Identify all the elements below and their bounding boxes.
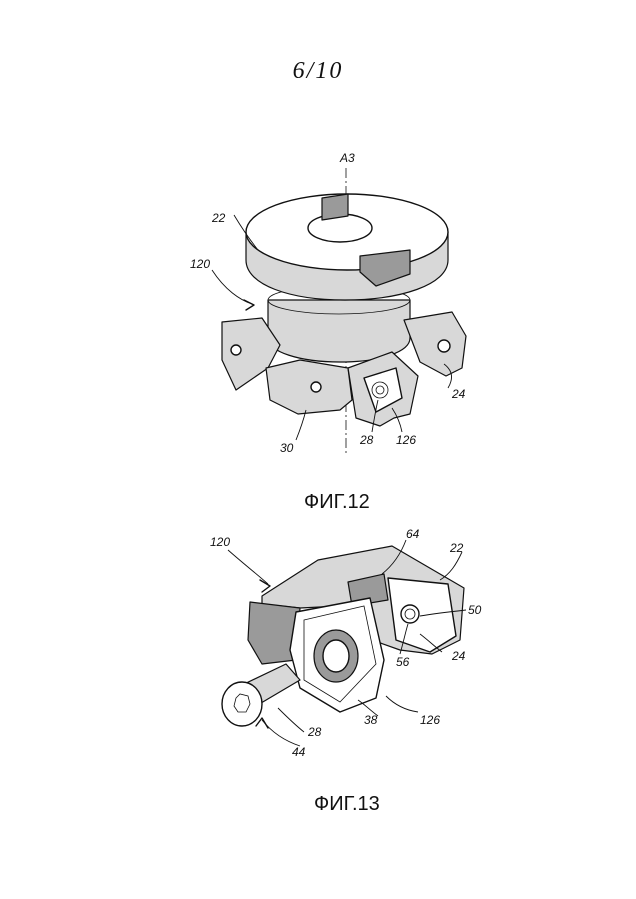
label-64: 64 [406,527,420,541]
front-pocket-hole [311,382,321,392]
label-38: 38 [364,713,378,727]
figure-13-drawing: 120 64 22 50 56 24 28 38 126 44 ФИГ.13 [210,527,482,815]
label-120: 120 [190,257,210,271]
leader-120 [212,270,252,304]
right-pocket [404,312,466,376]
center-bore [308,214,372,242]
insert-seat [388,578,456,652]
leader-30 [296,410,306,440]
label-24: 24 [451,387,466,401]
label-44: 44 [292,745,306,759]
screw-head [222,682,262,726]
figure-13-caption: ФИГ.13 [314,793,380,815]
leader-120 [228,550,268,584]
label-30: 30 [280,441,294,455]
label-120: 120 [210,535,230,549]
figure-12-drawing: A3 22 120 24 30 28 126 ФИГ.12 [190,151,466,513]
label-28: 28 [359,433,374,447]
label-22: 22 [211,211,226,225]
figure-12-caption: ФИГ.12 [304,491,370,513]
label-28: 28 [307,725,322,739]
label-22: 22 [449,541,464,555]
leader-28 [278,708,304,732]
label-56: 56 [396,655,410,669]
label-126: 126 [396,433,416,447]
label-126: 126 [420,713,440,727]
leader-126 [386,696,418,712]
label-a3: A3 [339,151,355,165]
arrow-120 [244,300,254,310]
label-24: 24 [451,649,466,663]
arrow-44 [256,718,268,728]
right-pocket-hole [438,340,450,352]
label-50: 50 [468,603,482,617]
seat-screw-hole [401,605,419,623]
front-left-pocket [266,360,352,414]
key-slot-back [322,194,348,220]
left-pocket-hole [231,345,241,355]
